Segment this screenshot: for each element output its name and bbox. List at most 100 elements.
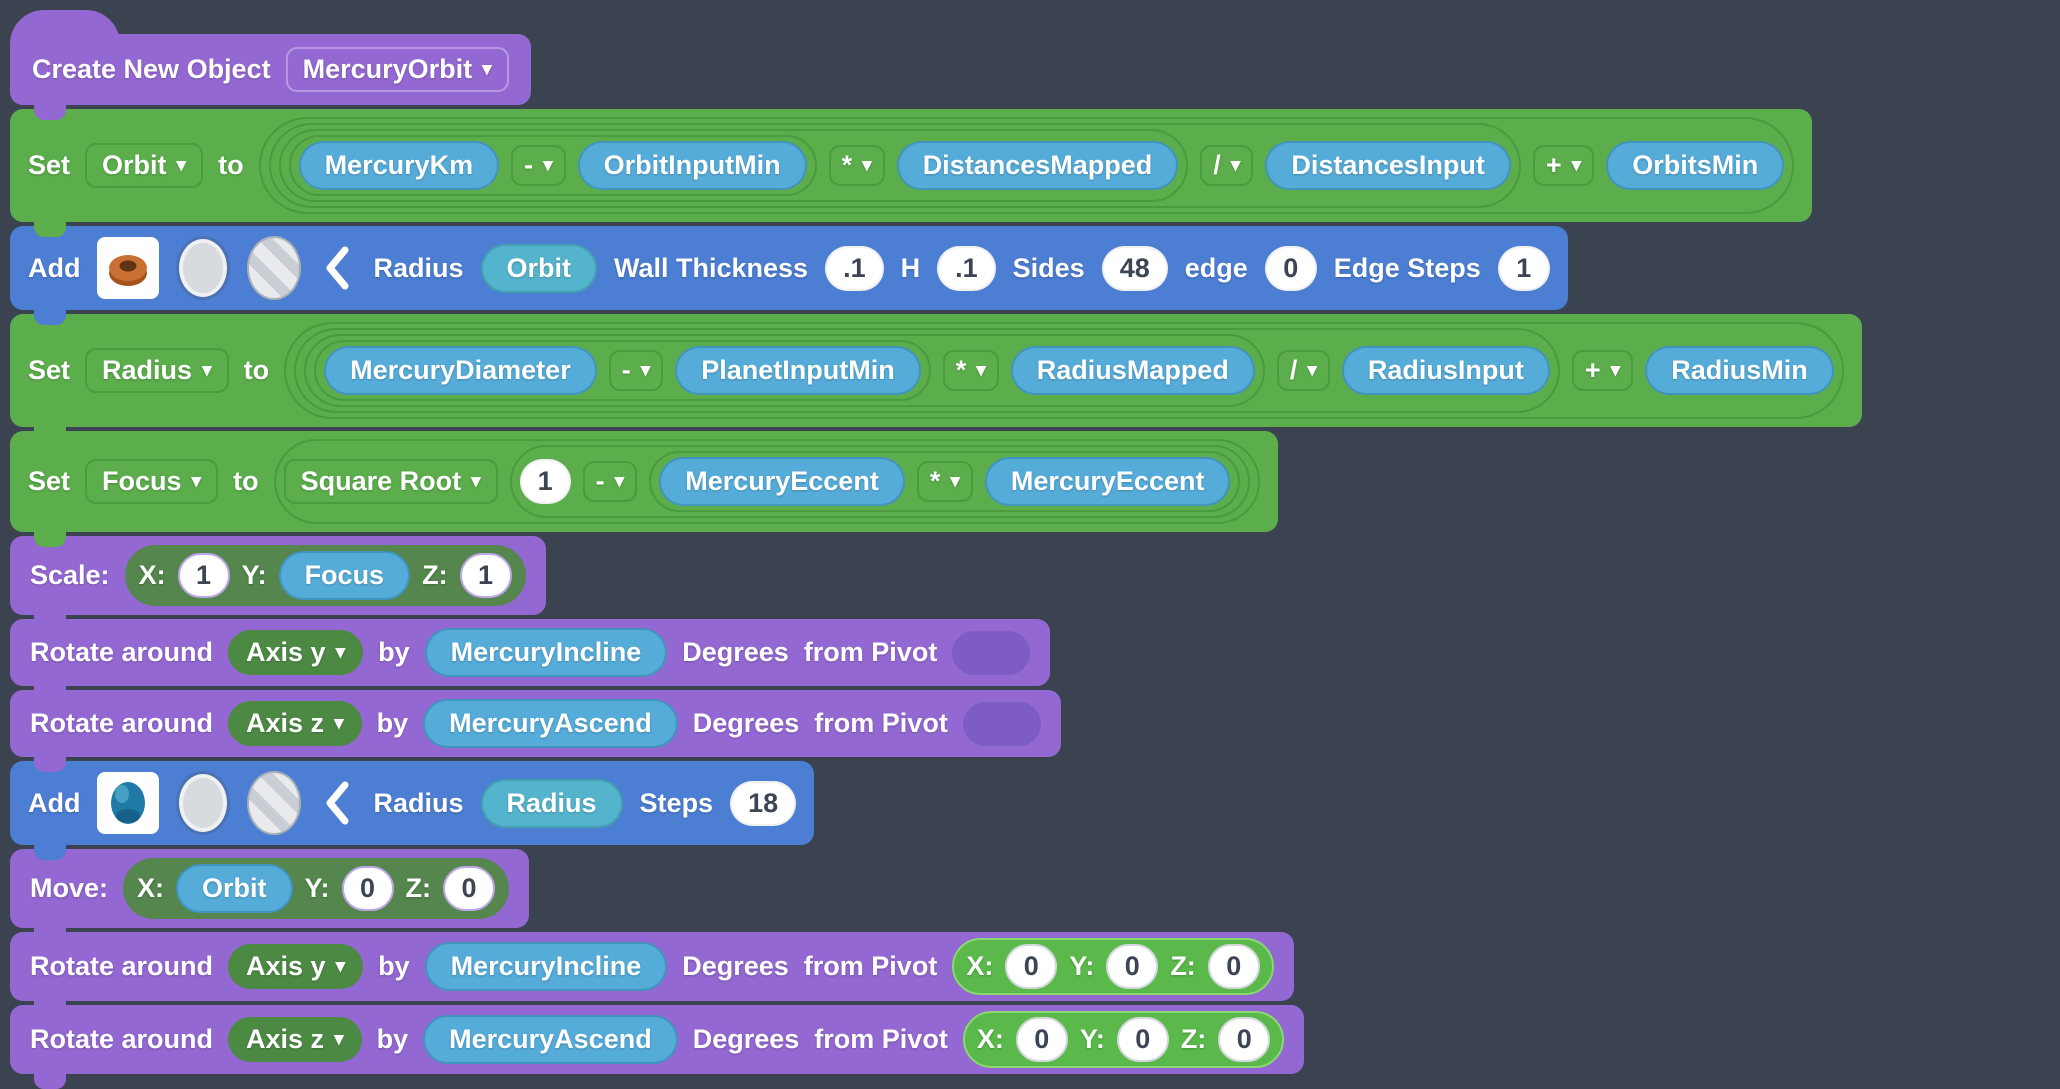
operator-dropdown[interactable]: * ▾ bbox=[916, 461, 973, 502]
variable-pill[interactable]: MercuryKm bbox=[298, 141, 500, 190]
material-striped-button[interactable] bbox=[247, 236, 302, 300]
block-set-radius[interactable]: Set Radius ▾ to MercuryDiameter - ▾ Plan… bbox=[10, 314, 1862, 442]
sides-input[interactable]: 48 bbox=[1101, 245, 1168, 291]
number-input[interactable]: 1 bbox=[519, 459, 571, 504]
variable-pill[interactable]: Orbit bbox=[480, 243, 598, 293]
pivot-slot[interactable] bbox=[952, 630, 1031, 675]
variable-dropdown-radius[interactable]: Radius ▾ bbox=[85, 348, 229, 393]
by-label: by bbox=[376, 1024, 409, 1054]
axis-dropdown[interactable]: Axis y ▾ bbox=[228, 630, 364, 675]
expression-group: MercuryKm - ▾ OrbitInputMin * ▾ Distance… bbox=[278, 129, 1189, 202]
variable-pill[interactable]: RadiusMin bbox=[1645, 346, 1834, 395]
block-move[interactable]: Move: X: Orbit Y: 0 Z: 0 bbox=[10, 849, 529, 943]
expression-group: MercuryDiameter - ▾ PlanetInputMin * ▾ R… bbox=[284, 322, 1844, 419]
block-add-torus[interactable]: Add Radius Orbit Wall Thickness .1 H .1 … bbox=[10, 226, 1568, 325]
block-scale[interactable]: Scale: X: 1 Y: Focus Z: 1 bbox=[10, 536, 546, 630]
variable-pill[interactable]: MercuryAscend bbox=[423, 1015, 678, 1064]
operator-dropdown[interactable]: - ▾ bbox=[511, 145, 566, 186]
variable-pill[interactable]: MercuryIncline bbox=[424, 628, 668, 677]
h-input[interactable]: .1 bbox=[937, 245, 996, 291]
axis-dropdown[interactable]: Axis y ▾ bbox=[228, 944, 364, 989]
collapse-chevron-button[interactable] bbox=[324, 245, 350, 291]
operator-dropdown[interactable]: - ▾ bbox=[608, 350, 664, 391]
caret-down-icon: ▾ bbox=[976, 360, 986, 381]
torus-shape-picker[interactable] bbox=[97, 237, 160, 299]
variable-pill[interactable]: OrbitInputMin bbox=[577, 141, 807, 190]
edge-steps-input[interactable]: 1 bbox=[1497, 245, 1550, 291]
operator-dropdown[interactable]: * ▾ bbox=[942, 350, 999, 391]
wall-thickness-label: Wall Thickness bbox=[614, 252, 809, 283]
expression-group: MercuryEccent * ▾ MercuryEccent bbox=[649, 451, 1241, 512]
variable-pill[interactable]: MercuryAscend bbox=[423, 699, 678, 748]
block-set-orbit[interactable]: Set Orbit ▾ to MercuryKm - ▾ OrbitInputM… bbox=[10, 109, 1813, 237]
variable-pill[interactable]: MercuryEccent bbox=[659, 457, 905, 506]
block-set-focus[interactable]: Set Focus ▾ to Square Root ▾ 1 - ▾ Mercu… bbox=[10, 431, 1279, 547]
block-rotate-incline-1[interactable]: Rotate around Axis y ▾ by MercuryIncline… bbox=[10, 619, 1051, 701]
axis-value: Axis z bbox=[246, 1024, 325, 1054]
variable-pill[interactable]: MercuryDiameter bbox=[324, 346, 597, 395]
variable-pill[interactable]: Focus bbox=[278, 551, 411, 600]
operator-dropdown[interactable]: / ▾ bbox=[1276, 350, 1330, 391]
variable-pill[interactable]: DistancesInput bbox=[1265, 141, 1511, 190]
pivot-x-input[interactable]: 0 bbox=[1005, 944, 1058, 989]
edge-input[interactable]: 0 bbox=[1264, 245, 1317, 291]
scale-label: Scale: bbox=[30, 560, 110, 590]
z-label: Z: bbox=[405, 873, 431, 903]
variable-pill[interactable]: PlanetInputMin bbox=[675, 346, 921, 395]
block-rotate-incline-2[interactable]: Rotate around Axis y ▾ by MercuryIncline… bbox=[10, 932, 1294, 1016]
operator-dropdown[interactable]: + ▾ bbox=[1571, 350, 1634, 391]
block-create-new-object[interactable]: Create New Object MercuryOrbit ▾ bbox=[10, 10, 531, 120]
variable-pill[interactable]: MercuryEccent bbox=[984, 457, 1231, 506]
operator-dropdown[interactable]: / ▾ bbox=[1200, 145, 1254, 186]
pivot-y-input[interactable]: 0 bbox=[1106, 944, 1159, 989]
pivot-y-input[interactable]: 0 bbox=[1116, 1017, 1169, 1062]
add-label: Add bbox=[28, 252, 81, 283]
variable-pill[interactable]: DistancesMapped bbox=[896, 141, 1179, 190]
scale-x-input[interactable]: 1 bbox=[177, 553, 230, 598]
expression-group: MercuryDiameter - ▾ PlanetInputMin * ▾ R… bbox=[294, 328, 1560, 413]
block-rotate-ascend-2[interactable]: Rotate around Axis z ▾ by MercuryAscend … bbox=[10, 1005, 1305, 1089]
chevron-left-icon bbox=[326, 246, 349, 290]
block-rotate-ascend-1[interactable]: Rotate around Axis z ▾ by MercuryAscend … bbox=[10, 690, 1061, 772]
move-y-input[interactable]: 0 bbox=[341, 866, 394, 911]
variable-pill[interactable]: RadiusMapped bbox=[1010, 346, 1255, 395]
chevron-left-icon bbox=[326, 781, 349, 825]
pivot-slot[interactable] bbox=[962, 701, 1041, 746]
sphere-shape-picker[interactable] bbox=[97, 772, 160, 834]
operator-value: * bbox=[841, 150, 853, 180]
x-label: X: bbox=[137, 873, 165, 903]
object-name-dropdown[interactable]: MercuryOrbit ▾ bbox=[285, 47, 509, 92]
pivot-x-input[interactable]: 0 bbox=[1015, 1017, 1068, 1062]
degrees-label: Degrees bbox=[682, 951, 789, 981]
add-label: Add bbox=[28, 787, 81, 818]
variable-pill[interactable]: MercuryIncline bbox=[424, 942, 668, 991]
pivot-vector: X: 0 Y: 0 Z: 0 bbox=[952, 938, 1274, 995]
variable-dropdown-focus[interactable]: Focus ▾ bbox=[85, 459, 219, 504]
material-solid-button[interactable] bbox=[176, 236, 231, 300]
pivot-z-input[interactable]: 0 bbox=[1207, 944, 1260, 989]
material-striped-button[interactable] bbox=[247, 771, 302, 835]
variable-pill[interactable]: OrbitsMin bbox=[1606, 141, 1785, 190]
variable-pill[interactable]: RadiusInput bbox=[1341, 346, 1550, 395]
wall-thickness-input[interactable]: .1 bbox=[825, 245, 884, 291]
pivot-z-input[interactable]: 0 bbox=[1218, 1017, 1271, 1062]
material-solid-button[interactable] bbox=[176, 771, 231, 835]
degrees-label: Degrees bbox=[692, 1024, 800, 1054]
operator-dropdown[interactable]: + ▾ bbox=[1532, 145, 1595, 186]
axis-dropdown[interactable]: Axis z ▾ bbox=[228, 1017, 362, 1062]
steps-input[interactable]: 18 bbox=[730, 780, 797, 826]
function-dropdown[interactable]: Square Root ▾ bbox=[283, 459, 498, 504]
move-z-input[interactable]: 0 bbox=[443, 866, 495, 911]
variable-pill[interactable]: Radius bbox=[480, 778, 623, 828]
by-label: by bbox=[378, 637, 410, 667]
operator-dropdown[interactable]: - ▾ bbox=[582, 461, 638, 502]
variable-pill[interactable]: Orbit bbox=[176, 864, 293, 913]
expression-group: 1 - ▾ MercuryEccent * ▾ MercuryEccent bbox=[509, 445, 1251, 518]
scale-z-input[interactable]: 1 bbox=[459, 553, 512, 598]
collapse-chevron-button[interactable] bbox=[324, 780, 350, 826]
block-add-sphere[interactable]: Add Radius Radius Steps 18 bbox=[10, 761, 815, 860]
operator-dropdown[interactable]: * ▾ bbox=[828, 145, 885, 186]
axis-dropdown[interactable]: Axis z ▾ bbox=[228, 701, 362, 746]
variable-dropdown-orbit[interactable]: Orbit ▾ bbox=[85, 143, 204, 188]
sphere-icon bbox=[111, 782, 146, 824]
